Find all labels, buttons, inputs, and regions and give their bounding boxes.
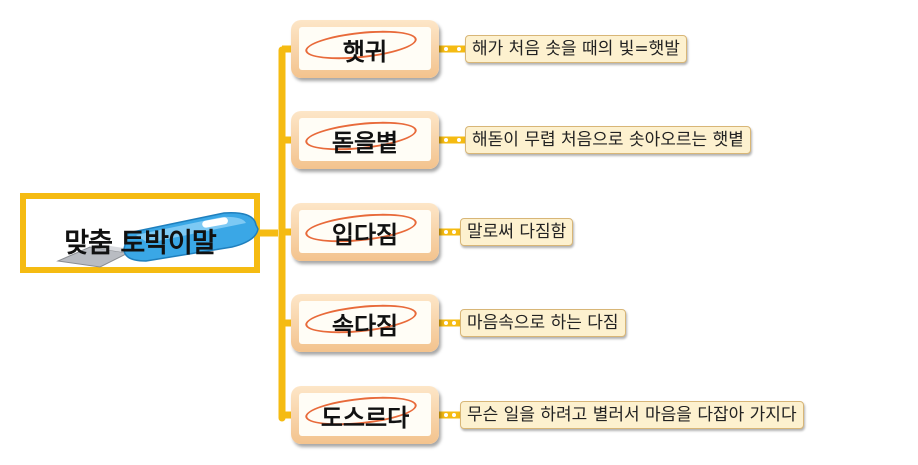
word-node-inner: 햇귀	[299, 26, 431, 70]
word-label: 햇귀	[342, 38, 388, 66]
word-node: 돋을볕	[291, 111, 439, 169]
connector-dot	[444, 230, 448, 234]
word-label: 입다짐	[331, 221, 399, 249]
root-title: 맞춤 토박이말	[64, 228, 216, 259]
word-node: 도스르다	[291, 386, 439, 444]
word-label: 돋을볕	[331, 129, 399, 157]
meaning-box: 해가 처음 솟을 때의 빛=햇발	[465, 35, 687, 63]
meaning-box: 말로써 다짐함	[460, 218, 574, 246]
meaning-box: 마음속으로 하는 다짐	[460, 309, 626, 337]
word-node: 햇귀	[291, 20, 439, 78]
connector-dot	[452, 230, 456, 234]
connector-dot	[452, 321, 456, 325]
connector-dot	[452, 413, 456, 417]
word-label: 속다짐	[331, 312, 399, 340]
connector-dot	[444, 138, 448, 142]
usb-flash-drive-icon	[56, 212, 259, 268]
word-node-inner: 도스르다	[299, 392, 431, 436]
word-node: 입다짐	[291, 203, 439, 261]
connector-dot	[457, 47, 461, 51]
word-node-inner: 돋을볕	[299, 117, 431, 161]
meaning-box: 무슨 일을 하려고 별러서 마음을 다잡아 가지다	[460, 401, 804, 429]
word-node-inner: 입다짐	[299, 209, 431, 253]
word-node-inner: 속다짐	[299, 300, 431, 344]
meaning-box: 해돋이 무렵 처음으로 솟아오르는 햇볕	[465, 126, 751, 154]
connector-dot	[457, 138, 461, 142]
root-node: 맞춤 토박이말	[20, 193, 260, 273]
connector-dot	[444, 47, 448, 51]
connector-dot	[444, 413, 448, 417]
connector-dot	[444, 321, 448, 325]
word-label: 도스르다	[320, 404, 410, 432]
word-node: 속다짐	[291, 294, 439, 352]
